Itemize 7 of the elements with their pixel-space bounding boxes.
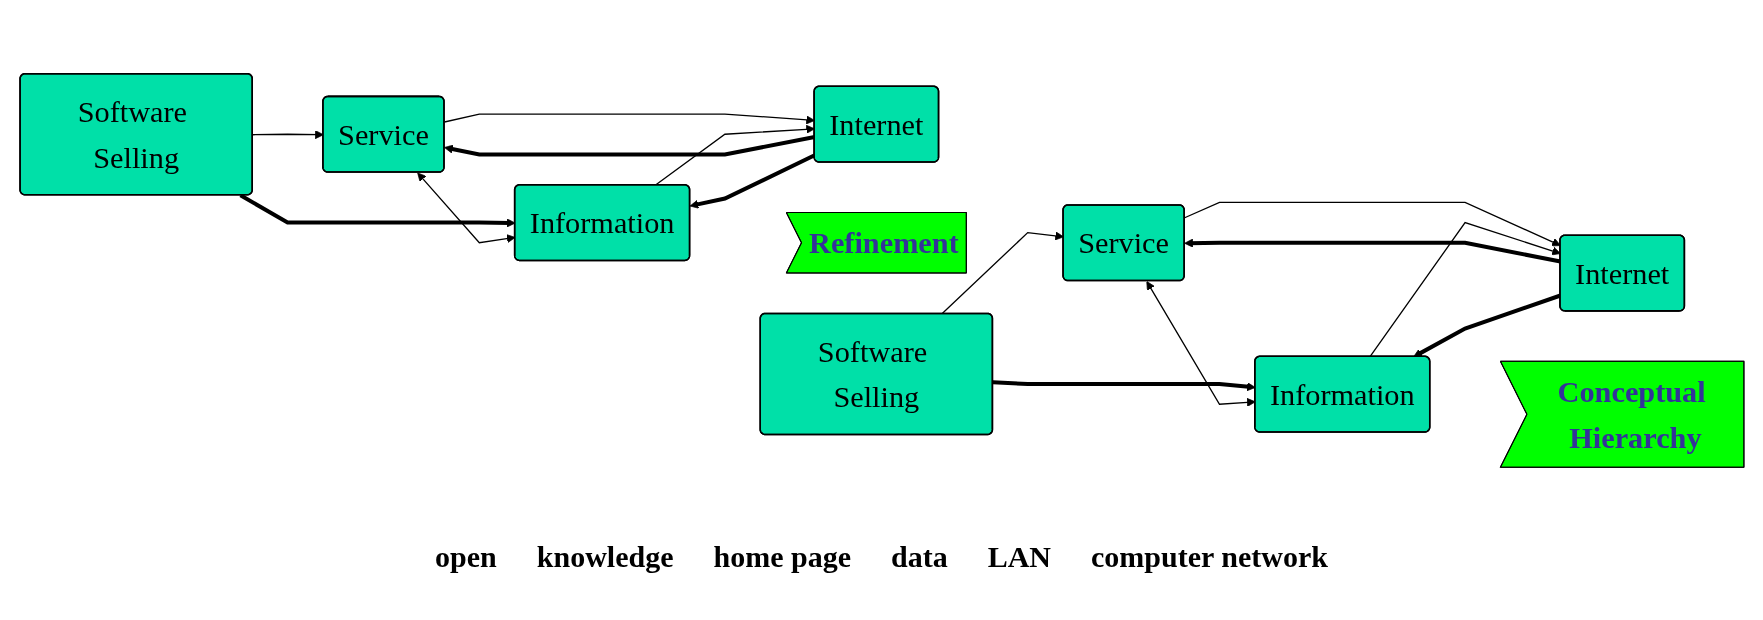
label-text: computer network bbox=[1091, 540, 1328, 574]
label-text: open bbox=[435, 540, 497, 574]
label-text: data bbox=[890, 540, 948, 574]
label-text: knowledge bbox=[536, 540, 674, 574]
arrow bbox=[689, 152, 815, 209]
label-text: LAN bbox=[987, 540, 1051, 574]
label-text: home page bbox=[713, 540, 851, 574]
